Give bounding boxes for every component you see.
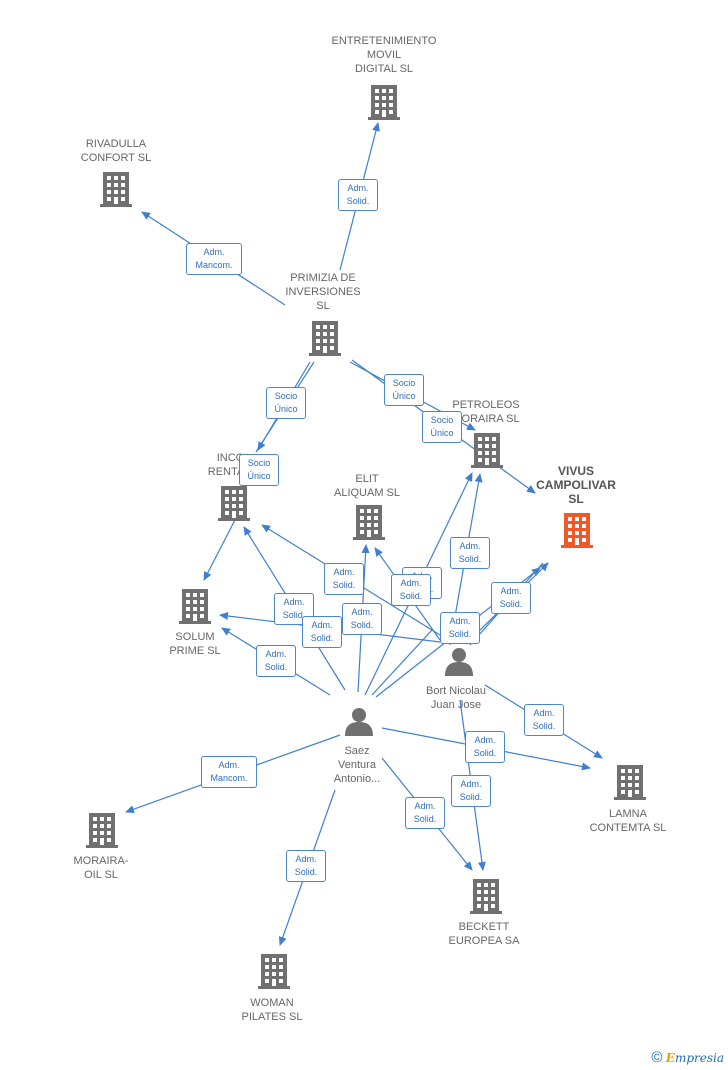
- building-icon: [471, 433, 503, 468]
- relation-badge[interactable]: Adm. Solid.: [342, 603, 382, 635]
- node-rivadulla-label[interactable]: RIVADULLA CONFORT SL: [80, 138, 152, 164]
- building-icon: [218, 486, 250, 521]
- node-inco-label[interactable]: INCO RENTA: [207, 452, 245, 478]
- nodes-icons: [86, 85, 646, 989]
- relation-badge[interactable]: Socio Único: [239, 454, 279, 486]
- edge: [203, 519, 236, 581]
- building-icon: [368, 85, 400, 120]
- relation-badge[interactable]: Adm. Solid.: [391, 574, 431, 606]
- relation-badge[interactable]: Adm. Solid.: [491, 582, 531, 614]
- relation-badge[interactable]: Adm. Solid.: [465, 731, 505, 763]
- relation-badge[interactable]: Adm. Solid.: [324, 563, 364, 595]
- building-icon: [179, 589, 211, 624]
- building-icon: [258, 954, 290, 989]
- relation-badge[interactable]: Adm. Solid.: [524, 704, 564, 736]
- building-icon: [86, 813, 118, 848]
- node-petroleos-label[interactable]: PETROLEOS MORAIRA SL: [452, 399, 520, 425]
- relation-badge[interactable]: Adm. Solid.: [450, 537, 490, 569]
- brand-logo-initial: E: [665, 1051, 675, 1065]
- node-saez-label[interactable]: Saez Ventura Antonio...: [333, 745, 381, 785]
- relation-badge[interactable]: Adm. Solid.: [338, 179, 378, 211]
- building-icon: [353, 505, 385, 540]
- copyright-icon: ©: [651, 1049, 663, 1066]
- node-primizia-label[interactable]: PRIMIZIA DE INVERSIONES SL: [285, 272, 361, 312]
- relation-badge[interactable]: Adm. Solid.: [451, 775, 491, 807]
- relation-badge[interactable]: Adm. Solid.: [286, 850, 326, 882]
- building-icon: [470, 879, 502, 914]
- relation-badge[interactable]: Socio Único: [384, 374, 424, 406]
- relation-badge[interactable]: Socio Único: [422, 411, 462, 443]
- relation-badge[interactable]: Socio Único: [266, 387, 306, 419]
- brand-logo-text: mpresia: [674, 1051, 724, 1065]
- brand-footer: © Empresia: [651, 1049, 724, 1066]
- relation-badge[interactable]: Adm. Solid.: [440, 612, 480, 644]
- relation-badge[interactable]: Adm. Mancom.: [201, 756, 257, 788]
- node-elit-label[interactable]: ELIT ALIQUAM SL: [333, 473, 401, 499]
- relation-badge[interactable]: Adm. Solid.: [256, 645, 296, 677]
- node-beckett-label[interactable]: BECKETT EUROPEA SA: [448, 921, 520, 947]
- node-bort-label[interactable]: Bort Nicolau Juan Jose: [426, 685, 486, 711]
- building-icon: [100, 172, 132, 207]
- relation-badge[interactable]: Adm. Solid.: [405, 797, 445, 829]
- building-icon: [614, 765, 646, 800]
- node-vivus-label[interactable]: VIVUS CAMPOLIVAR SL: [536, 464, 616, 506]
- edge: [371, 629, 433, 696]
- node-solum-label[interactable]: SOLUM PRIME SL: [169, 631, 221, 657]
- building-icon-focus: [561, 513, 593, 548]
- node-entretenimiento-label[interactable]: ENTRETENIMIENTO MOVIL DIGITAL SL: [331, 35, 437, 75]
- node-lamna-label[interactable]: LAMNA CONTEMTA SL: [589, 808, 667, 834]
- node-woman-label[interactable]: WOMAN PILATES SL: [241, 997, 303, 1023]
- person-icon: [345, 708, 373, 736]
- relation-badge[interactable]: Adm. Mancom.: [186, 243, 242, 275]
- person-icon: [445, 648, 473, 676]
- relation-badge[interactable]: Adm. Solid.: [302, 616, 342, 648]
- building-icon: [309, 321, 341, 356]
- node-moraira-oil-label[interactable]: MORAIRA- OIL SL: [73, 855, 129, 881]
